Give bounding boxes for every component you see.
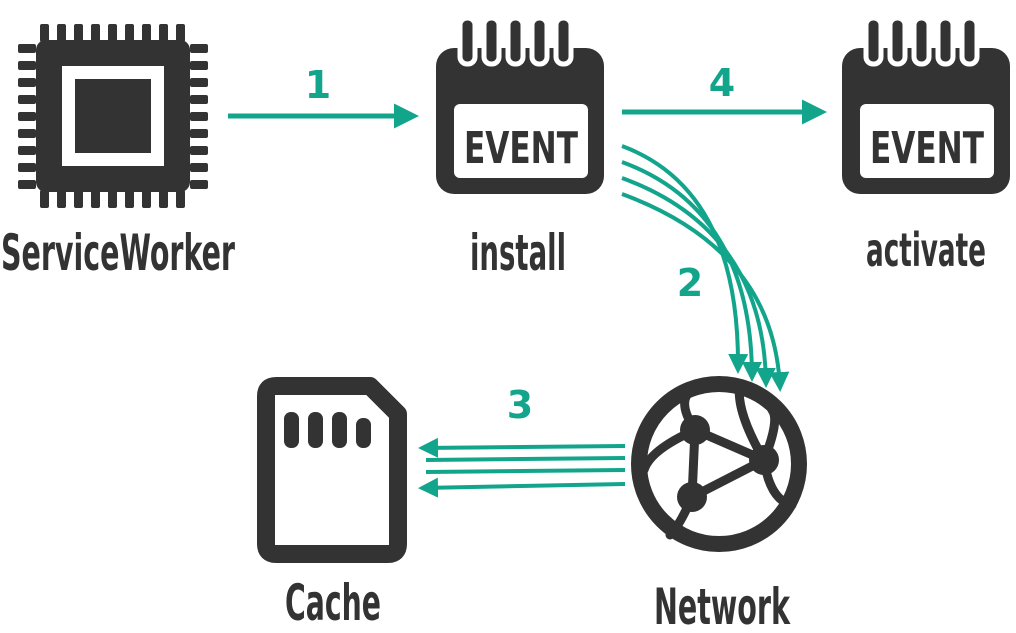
step-4-label: 4 [709,61,735,105]
sd-card-icon [257,377,407,563]
cpu-chip-icon [18,24,208,208]
install-label: install [470,224,566,282]
cache-label: Cache [285,574,381,632]
activate-event-badge: EVENT [870,123,984,174]
arrow-step-3 [418,437,626,498]
calendar-event-icon: EVENT [436,15,604,194]
service-worker-label: ServiceWorker [1,224,236,282]
install-event-badge: EVENT [464,123,578,174]
node-network: Network [631,376,807,633]
calendar-event-icon: EVENT [842,15,1010,194]
network-label: Network [654,578,791,633]
arrow-step-4: 4 [622,61,827,125]
activate-label: activate [866,223,986,277]
step-1-label: 1 [305,63,331,107]
arrow-step-2 [621,144,790,392]
step-3-label: 3 [507,383,533,427]
node-activate: EVENT activate [842,15,1010,277]
step-2-label: 2 [677,261,703,305]
node-cache: Cache [257,377,407,632]
arrow-step-1: 1 [228,63,419,129]
node-install: EVENT install [436,15,604,282]
globe-network-icon [631,376,807,552]
node-service-worker: ServiceWorker [1,24,236,282]
